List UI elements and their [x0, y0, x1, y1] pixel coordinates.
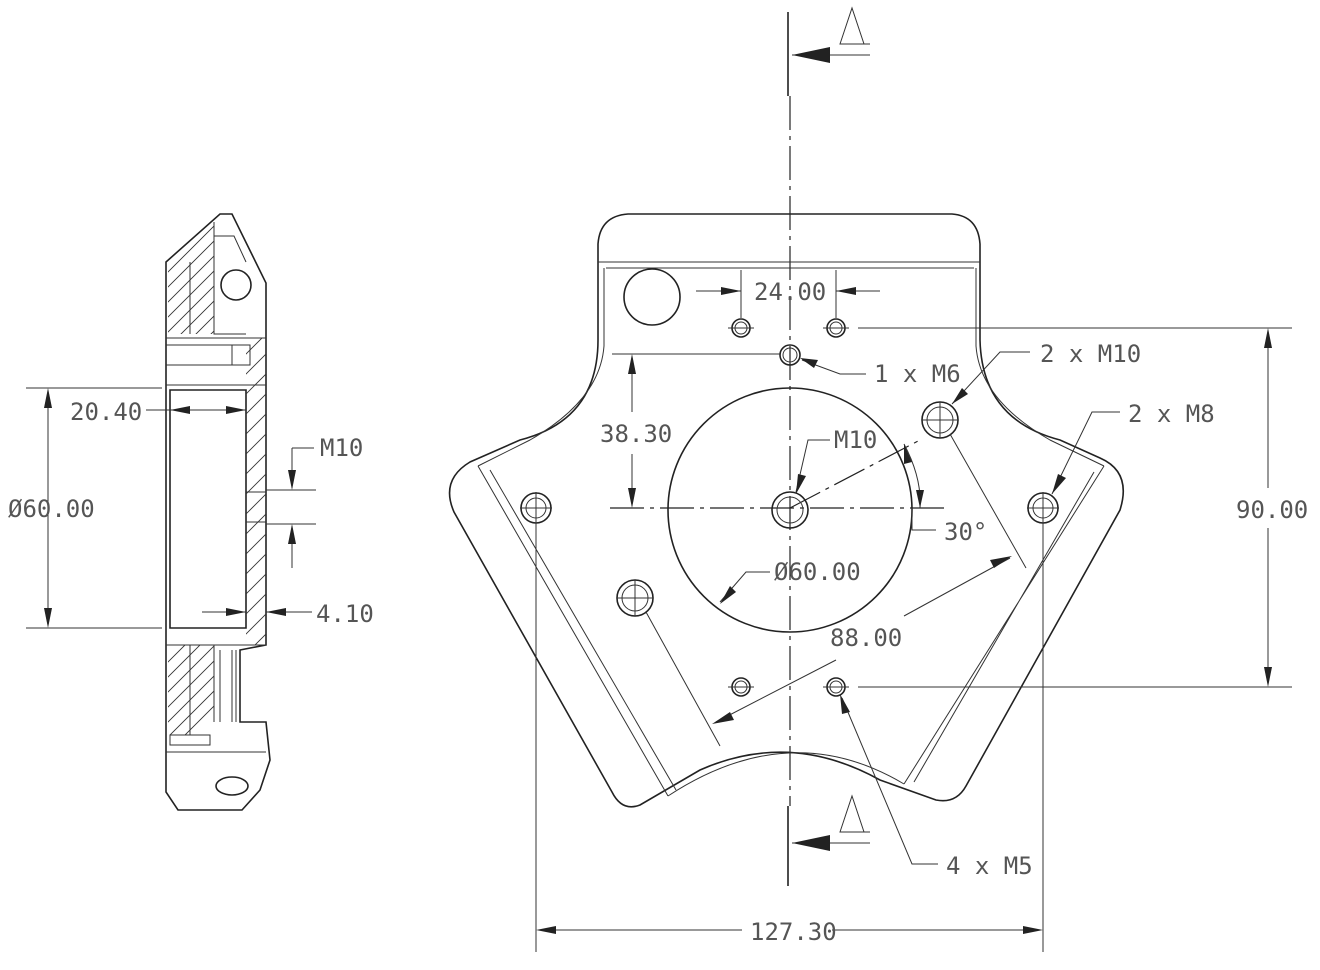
callout-m10-center-label: M10 — [834, 426, 877, 454]
side-hole-bottom — [215, 776, 249, 796]
side-outer-profile — [165, 213, 271, 811]
side-bore — [169, 389, 247, 629]
callout-m8-pair-label: 2 x M8 — [1128, 400, 1215, 428]
dim-side-depth — [146, 406, 246, 414]
dim-diagonal-span — [645, 433, 1027, 747]
angle-label: 30° — [944, 518, 987, 546]
callout-m8-pair — [1051, 411, 1120, 495]
dim-side-wall — [202, 608, 312, 616]
hole-spacing-label: 24.00 — [754, 278, 826, 306]
dim-bore-diameter — [719, 571, 770, 604]
horizontal-span-label: 127.30 — [750, 918, 837, 946]
side-depth-label: 20.40 — [70, 398, 142, 426]
diagonal-span-label: 88.00 — [830, 624, 902, 652]
hole-m10-center — [771, 491, 809, 529]
callout-m5-quad-label: 4 x M5 — [946, 852, 1033, 880]
callout-m10-pair — [951, 351, 1030, 405]
side-section-view: Ø60.00 20.40 M10 4.10 — [8, 213, 374, 811]
side-wall-label: 4.10 — [316, 600, 374, 628]
dim-hole-spacing — [696, 270, 880, 318]
dim-angle — [903, 443, 936, 531]
callout-m6-label: 1 x M6 — [874, 360, 961, 388]
callout-m10-pair-label: 2 x M10 — [1040, 340, 1141, 368]
side-diameter-label: Ø60.00 — [8, 495, 95, 523]
callout-m6 — [800, 358, 866, 375]
side-thread-label: M10 — [320, 434, 363, 462]
section-marker-bottom — [787, 794, 870, 886]
side-hole-top — [220, 269, 252, 301]
callout-m5-quad — [840, 694, 938, 865]
dim-side-diameter — [26, 387, 162, 629]
bore-diameter-label: Ø60.00 — [774, 558, 861, 586]
vertical-span-label: 90.00 — [1236, 496, 1308, 524]
corner-hole — [623, 268, 681, 326]
dim-height-offset — [612, 353, 780, 508]
dim-vertical-span — [858, 327, 1292, 688]
callout-m10-center — [795, 439, 830, 494]
dim-horizontal-span — [535, 524, 1044, 952]
dim-side-thread — [266, 447, 316, 568]
front-view: A — [448, 6, 1308, 952]
hole-m6 — [779, 344, 801, 366]
section-marker-top — [787, 6, 870, 96]
height-offset-label: 38.30 — [600, 420, 672, 448]
